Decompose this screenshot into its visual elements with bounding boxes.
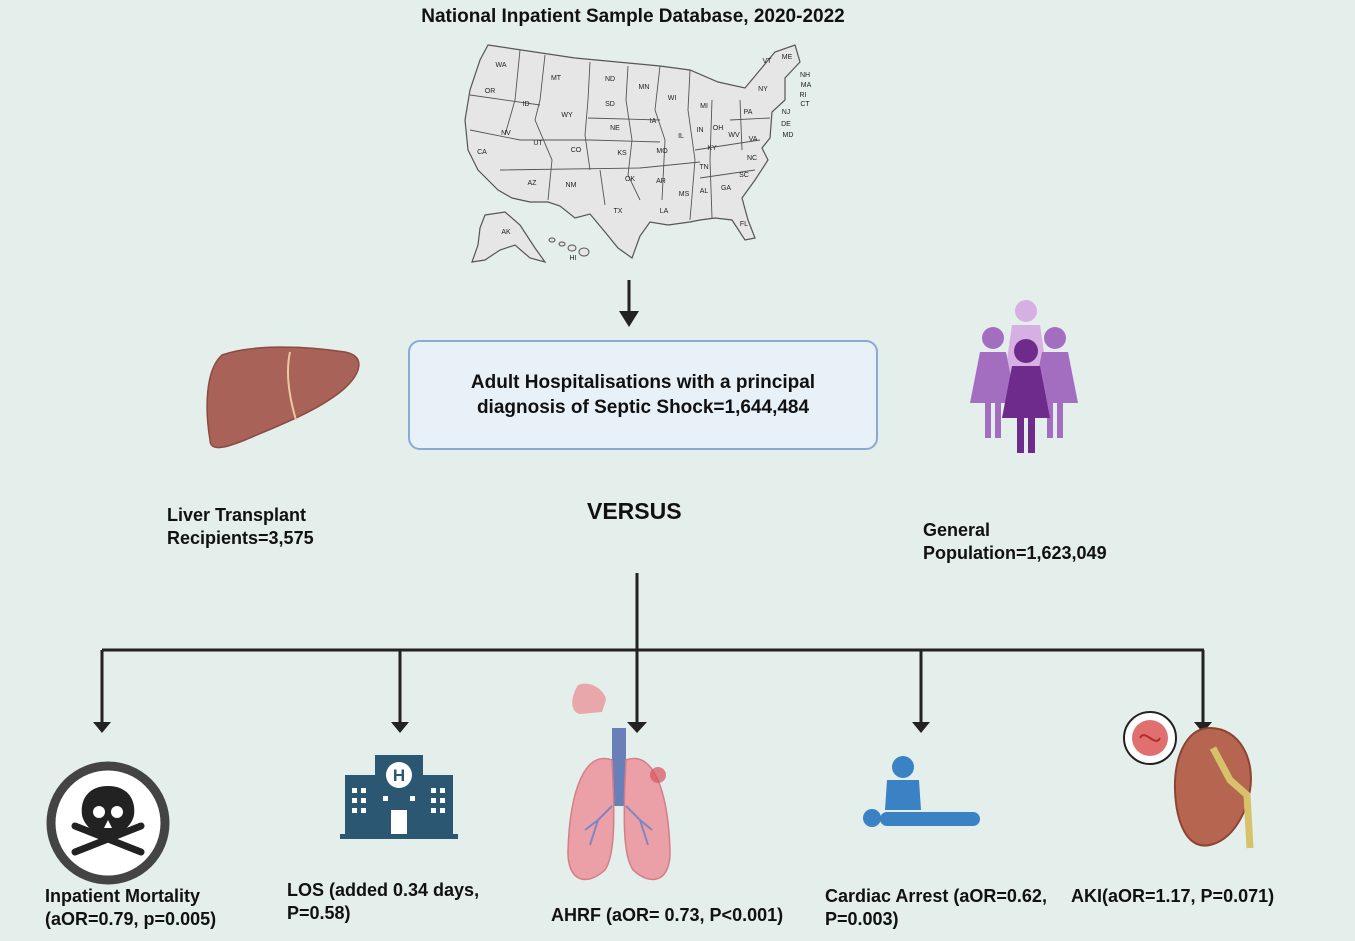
- svg-text:WV: WV: [728, 132, 740, 139]
- svg-text:AK: AK: [501, 229, 511, 236]
- branch-connectors: [100, 573, 1205, 722]
- svg-text:TN: TN: [699, 164, 708, 171]
- cohort-text: Adult Hospitalisations with a principal …: [470, 372, 816, 418]
- svg-text:HI: HI: [570, 255, 577, 262]
- svg-text:NJ: NJ: [782, 109, 791, 116]
- svg-text:KS: KS: [617, 150, 627, 157]
- liver-transplant-label: Liver Transplant Recipients=3,575: [167, 505, 314, 548]
- svg-text:CO: CO: [571, 147, 582, 154]
- general-population-label: General Population=1,623,049: [923, 520, 1107, 563]
- cardiac-arrest-label: Cardiac Arrest (aOR=0.62, P=0.003): [825, 886, 1047, 929]
- svg-text:LA: LA: [660, 208, 669, 215]
- svg-text:NH: NH: [800, 72, 810, 79]
- svg-text:VA: VA: [749, 136, 758, 143]
- svg-text:PA: PA: [744, 109, 753, 116]
- svg-text:FL: FL: [740, 221, 748, 228]
- svg-text:OR: OR: [485, 88, 496, 95]
- svg-text:GA: GA: [721, 185, 731, 192]
- svg-text:NY: NY: [758, 86, 768, 93]
- svg-text:VT: VT: [763, 58, 773, 65]
- svg-text:DE: DE: [781, 121, 791, 128]
- svg-text:MT: MT: [551, 75, 562, 82]
- svg-text:H: H: [393, 766, 405, 785]
- arrow-map-to-box: [619, 280, 639, 327]
- database-title: National Inpatient Sample Database, 2020…: [421, 6, 845, 27]
- svg-text:MN: MN: [639, 84, 650, 91]
- svg-text:NM: NM: [566, 182, 577, 189]
- svg-text:SC: SC: [739, 172, 749, 179]
- us-map-state-labels: WA OR CA ID NV MT WY UT AZ CO NM ND SD NE KS OK TX M…: [477, 54, 811, 262]
- aki-label: AKI(aOR=1.17, P=0.071): [1071, 886, 1275, 906]
- septic-shock-cohort-box: Adult Hospitalisations with a principal …: [408, 340, 878, 450]
- svg-text:CA: CA: [477, 149, 487, 156]
- svg-text:WA: WA: [495, 62, 506, 69]
- us-map: WA OR CA ID NV MT WY UT AZ CO NM ND SD NE KS OK TX M…: [464, 44, 812, 264]
- svg-text:WI: WI: [668, 95, 677, 102]
- svg-text:OK: OK: [625, 176, 635, 183]
- svg-text:MI: MI: [700, 103, 708, 110]
- svg-text:IA: IA: [650, 118, 657, 125]
- svg-text:ME: ME: [782, 54, 793, 61]
- svg-text:MD: MD: [783, 132, 794, 139]
- svg-text:NV: NV: [501, 130, 511, 137]
- ahrf-label: AHRF (aOR= 0.73, P<0.001): [551, 905, 784, 925]
- people-group-icon: [970, 300, 1078, 453]
- svg-text:OH: OH: [713, 125, 724, 132]
- svg-text:AL: AL: [700, 188, 709, 195]
- svg-text:MA: MA: [801, 82, 812, 89]
- svg-text:CT: CT: [800, 101, 810, 108]
- mortality-label: Inpatient Mortality (aOR=0.79, p=0.005): [45, 886, 217, 929]
- los-label: LOS (added 0.34 days, P=0.58): [287, 880, 480, 923]
- svg-text:AR: AR: [656, 178, 666, 185]
- lungs-icon: [567, 683, 671, 881]
- svg-text:MS: MS: [679, 191, 690, 198]
- svg-text:AZ: AZ: [528, 180, 538, 187]
- branch-arrowheads: [93, 722, 1212, 733]
- versus-label: VERSUS: [587, 498, 682, 524]
- svg-text:RI: RI: [800, 92, 807, 99]
- svg-text:KY: KY: [707, 145, 717, 152]
- svg-text:NE: NE: [610, 125, 620, 132]
- skull-icon: [46, 761, 170, 885]
- svg-text:UT: UT: [533, 140, 543, 147]
- liver-icon: [206, 346, 360, 449]
- svg-text:NC: NC: [747, 155, 757, 162]
- svg-text:IL: IL: [678, 133, 684, 140]
- kidney-icon: [1123, 711, 1254, 849]
- cpr-icon: [863, 756, 980, 827]
- svg-text:SD: SD: [605, 101, 615, 108]
- svg-text:MO: MO: [656, 148, 668, 155]
- hospital-icon: H: [340, 755, 458, 839]
- svg-text:ND: ND: [605, 76, 615, 83]
- svg-text:WY: WY: [561, 112, 573, 119]
- svg-text:IN: IN: [697, 127, 704, 134]
- svg-text:TX: TX: [614, 208, 623, 215]
- svg-text:ID: ID: [523, 101, 530, 108]
